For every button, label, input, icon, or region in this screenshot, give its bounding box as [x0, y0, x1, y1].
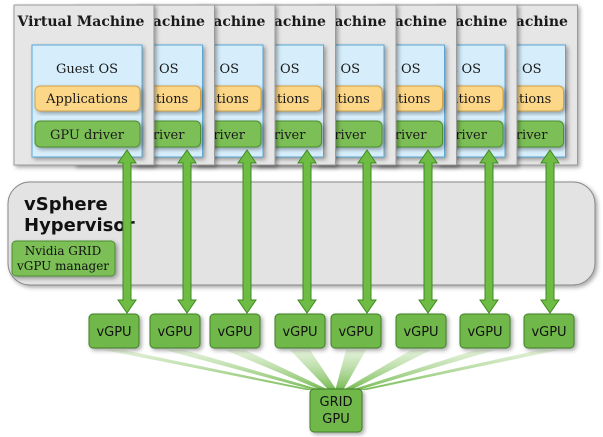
gpu-fan-lines [104, 350, 559, 390]
vgpu-manager-label-line1: Nvidia GRID [25, 244, 102, 258]
gpu-driver-box [34, 120, 141, 148]
grid-gpu-label-line2: GPU [322, 412, 349, 427]
double-arrow-icon [357, 149, 377, 314]
double-arrow-icon [117, 149, 137, 314]
vgpu-box [209, 313, 261, 349]
gpu-fan-line [335, 350, 366, 390]
double-arrow-icon [418, 149, 438, 314]
vm-title: Virtual Machine [17, 14, 145, 30]
vgpu-label: vGPU [467, 325, 502, 340]
vgpu-row: vGPU vGPU vGPU vGPU vGPU vGPU vGPU vGPU [88, 313, 575, 349]
vgpu-box [459, 313, 511, 349]
vgpu-box [523, 313, 575, 349]
gpu-fan-line [358, 350, 559, 390]
gpu-fan-line [225, 350, 329, 390]
hypervisor-band [7, 181, 596, 286]
gpu-fan-line [343, 350, 431, 390]
vgpu-label: vGPU [403, 325, 438, 340]
grid-gpu-label-line1: GRID [320, 395, 353, 410]
vgpu-box [149, 313, 201, 349]
vgpu-manager-box [11, 240, 116, 277]
gpu-fan-line [350, 350, 495, 390]
vgpu-manager-label-line2: vGPU manager [16, 259, 109, 273]
hypervisor-label-line1: vSphere [24, 194, 108, 215]
double-arrow-icon [540, 149, 560, 314]
gpu-fan-line [104, 350, 315, 390]
double-arrow-icon [297, 149, 317, 314]
double-arrow-icon [479, 149, 499, 314]
vgpu-box [274, 313, 326, 349]
guest-os-label: Guest OS [56, 62, 118, 77]
gpu-fan-line [290, 350, 337, 390]
vgpu-label: vGPU [96, 325, 131, 340]
hypervisor-label-line2: Hypervisor [24, 215, 135, 236]
gpu-fan-line [165, 350, 322, 390]
vgpu-label: vGPU [338, 325, 373, 340]
gpu-driver-label: GPU driver [50, 128, 125, 143]
vgpu-label: vGPU [157, 325, 192, 340]
vgpu-arrows [117, 149, 560, 314]
vgpu-label: vGPU [282, 325, 317, 340]
vgpu-label: vGPU [531, 325, 566, 340]
applications-box [34, 85, 141, 112]
applications-label: Applications [45, 92, 128, 107]
vgpu-box [395, 313, 447, 349]
double-arrow-icon [177, 149, 197, 314]
vgpu-box [330, 313, 382, 349]
double-arrow-icon [237, 149, 257, 314]
vgpu-box [88, 313, 140, 349]
grid-gpu-box [309, 388, 363, 433]
grid-gpu-layer: GRID GPU [309, 388, 363, 433]
vgpu-label: vGPU [217, 325, 252, 340]
